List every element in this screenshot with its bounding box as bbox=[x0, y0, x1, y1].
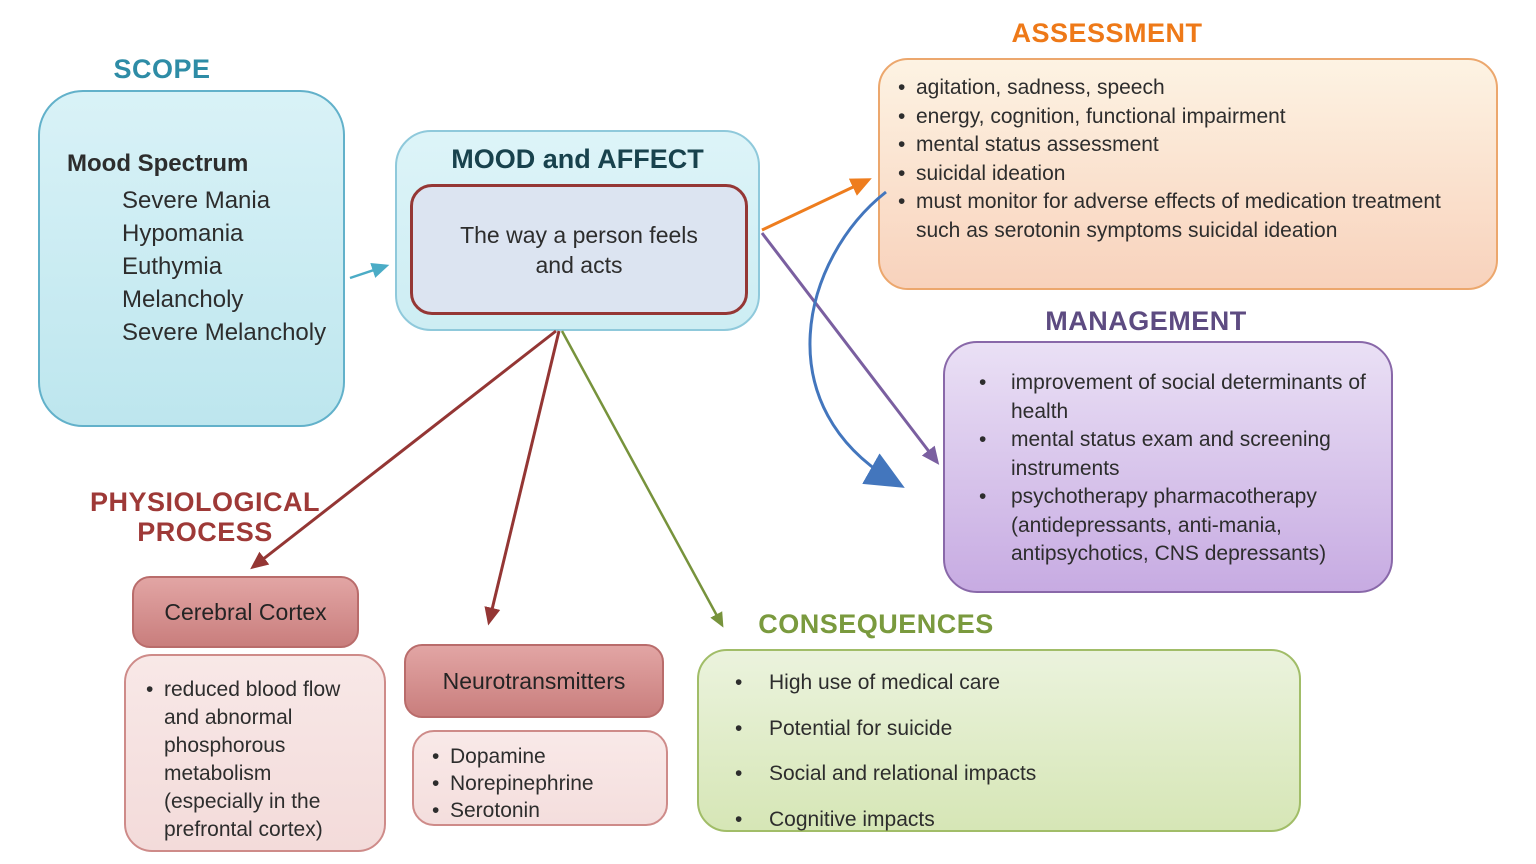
cerebral-cortex-title: Cerebral Cortex bbox=[164, 598, 327, 625]
mood-affect-definition-box: The way a person feels and acts bbox=[410, 184, 748, 315]
scope-item: Severe Melancholy bbox=[122, 319, 327, 346]
neurotransmitter-item: Norepinephrine bbox=[426, 770, 656, 797]
scope-item: Euthymia bbox=[122, 253, 223, 280]
consequences-item: Social and relational impacts bbox=[713, 760, 1281, 789]
scope-item: Severe Mania bbox=[122, 187, 271, 214]
assessment-box: agitation, sadness, speech energy, cogni… bbox=[878, 58, 1498, 290]
scope-item: Hypomania bbox=[122, 220, 244, 247]
cerebral-cortex-list: reduced blood flow and abnormal phosphor… bbox=[140, 676, 370, 844]
neurotransmitter-item: Dopamine bbox=[426, 743, 656, 770]
cerebral-cortex-detail-box: reduced blood flow and abnormal phosphor… bbox=[124, 654, 386, 852]
consequences-item: Cognitive impacts bbox=[713, 806, 1281, 835]
assessment-item: agitation, sadness, speech bbox=[892, 74, 1472, 103]
consequences-heading: CONSEQUENCES bbox=[758, 609, 994, 639]
arrow-center-to-consequences bbox=[560, 330, 724, 628]
physiological-process-heading: PHYSIOLOGICAL PROCESS bbox=[89, 487, 320, 547]
scope-subtitle: Mood Spectrum bbox=[67, 150, 249, 177]
mood-affect-definition: The way a person feels and acts bbox=[460, 221, 698, 278]
neurotransmitter-item: Serotonin bbox=[426, 797, 656, 824]
management-item: improvement of social determinants of he… bbox=[955, 369, 1371, 426]
management-heading: MANAGEMENT bbox=[1045, 306, 1247, 336]
mood-affect-box: MOOD and AFFECT The way a person feels a… bbox=[395, 130, 760, 331]
arrow-center-to-neurotransmitters bbox=[484, 330, 561, 626]
scope-heading: SCOPE bbox=[113, 54, 211, 84]
consequences-box: High use of medical care Potential for s… bbox=[697, 649, 1301, 834]
consequences-item: High use of medical care bbox=[713, 669, 1281, 698]
management-box: improvement of social determinants of he… bbox=[943, 341, 1393, 593]
assessment-item: mental status assessment bbox=[892, 131, 1472, 160]
neurotransmitters-detail-box: Dopamine Norepinephrine Serotonin bbox=[412, 730, 668, 826]
assessment-item: must monitor for adverse effects of medi… bbox=[892, 188, 1472, 245]
assessment-item: energy, cognition, functional impairment bbox=[892, 103, 1472, 132]
scope-list: Severe Mania Hypomania Euthymia Melancho… bbox=[122, 184, 332, 349]
neurotransmitters-box: Neurotransmitters bbox=[404, 644, 664, 718]
arrow-scope-to-center bbox=[349, 262, 390, 280]
management-list: improvement of social determinants of he… bbox=[955, 369, 1371, 569]
assessment-item: suicidal ideation bbox=[892, 160, 1472, 189]
consequences-item: Potential for suicide bbox=[713, 715, 1281, 744]
cerebral-cortex-item: reduced blood flow and abnormal phosphor… bbox=[140, 676, 370, 844]
mood-affect-title: MOOD and AFFECT bbox=[451, 144, 704, 174]
neurotransmitters-list: Dopamine Norepinephrine Serotonin bbox=[426, 743, 656, 824]
arrow-center-to-assessment bbox=[761, 178, 872, 232]
consequences-list: High use of medical care Potential for s… bbox=[713, 669, 1281, 834]
assessment-heading: ASSESSMENT bbox=[1011, 18, 1203, 48]
scope-item: Melancholy bbox=[122, 286, 244, 313]
management-item: mental status exam and screening instrum… bbox=[955, 426, 1371, 483]
neurotransmitters-title: Neurotransmitters bbox=[442, 667, 626, 694]
scope-box: Mood Spectrum Severe Mania Hypomania Eut… bbox=[38, 90, 345, 427]
assessment-list: agitation, sadness, speech energy, cogni… bbox=[892, 74, 1472, 245]
cerebral-cortex-box: Cerebral Cortex bbox=[132, 576, 359, 648]
management-item: psychotherapy pharmacotherapy (antidepre… bbox=[955, 483, 1371, 569]
